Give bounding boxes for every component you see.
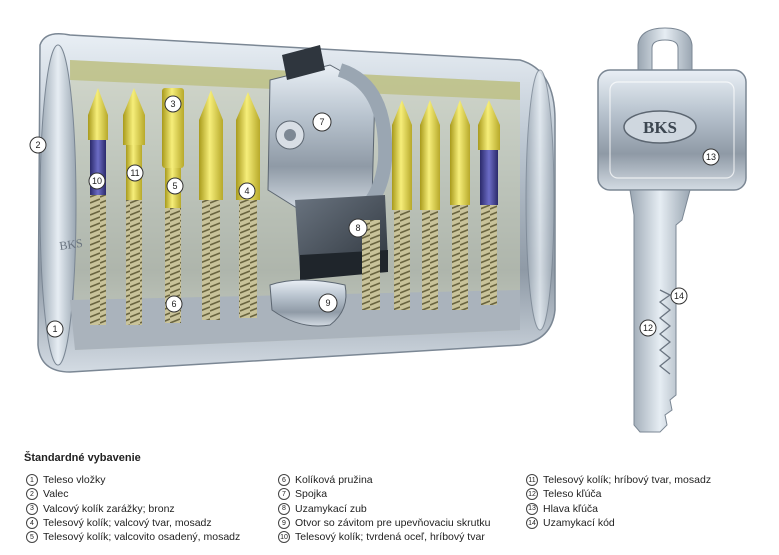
- pin-stack-right-1: [392, 100, 412, 310]
- svg-text:6: 6: [171, 299, 176, 309]
- left-pin-group: [88, 88, 260, 325]
- pin-stack-left-3: [162, 88, 184, 323]
- pin-stack-left-4: [199, 90, 223, 320]
- svg-text:9: 9: [325, 298, 330, 308]
- callout-13: 13: [702, 148, 720, 166]
- callout-8: 8: [348, 218, 368, 238]
- lock-cylinder-diagram: BKS: [29, 27, 747, 433]
- svg-text:2: 2: [35, 140, 40, 150]
- pin-stack-left-1: [88, 88, 108, 325]
- housing-brand-logo: BKS: [58, 236, 83, 253]
- right-pin-group: [362, 100, 500, 310]
- svg-text:10: 10: [92, 176, 102, 186]
- callout-11: 11: [126, 164, 144, 182]
- callout-10: 10: [88, 172, 106, 190]
- svg-text:1: 1: [52, 324, 57, 334]
- svg-text:4: 4: [244, 186, 249, 196]
- svg-text:3: 3: [170, 99, 175, 109]
- callout-1: 1: [46, 320, 64, 338]
- key-brand-logo: BKS: [623, 110, 697, 144]
- svg-text:14: 14: [674, 291, 684, 301]
- callout-14: 14: [670, 287, 688, 305]
- pin-stack-right-2: [420, 100, 440, 310]
- key: BKS: [597, 27, 747, 433]
- callout-9: 9: [318, 293, 338, 313]
- svg-text:13: 13: [706, 152, 716, 162]
- callout-12: 12: [639, 319, 657, 337]
- svg-text:8: 8: [355, 223, 360, 233]
- legend-title: Štandardné vybavenie: [24, 452, 141, 464]
- pin-stack-right-4: [478, 100, 500, 305]
- callout-7: 7: [312, 112, 332, 132]
- pin-stack-left-2: [123, 88, 145, 325]
- callout-2: 2: [29, 136, 47, 154]
- svg-text:11: 11: [130, 168, 139, 178]
- callout-6: 6: [165, 295, 183, 313]
- callout-5: 5: [166, 177, 184, 195]
- svg-text:5: 5: [172, 181, 177, 191]
- callout-3: 3: [164, 95, 182, 113]
- svg-text:7: 7: [319, 117, 324, 127]
- pin-stack-right-3: [450, 100, 470, 310]
- svg-text:12: 12: [643, 323, 653, 333]
- svg-text:BKS: BKS: [643, 118, 677, 137]
- pin-stack-left-5: [236, 92, 260, 318]
- callout-4: 4: [238, 182, 256, 200]
